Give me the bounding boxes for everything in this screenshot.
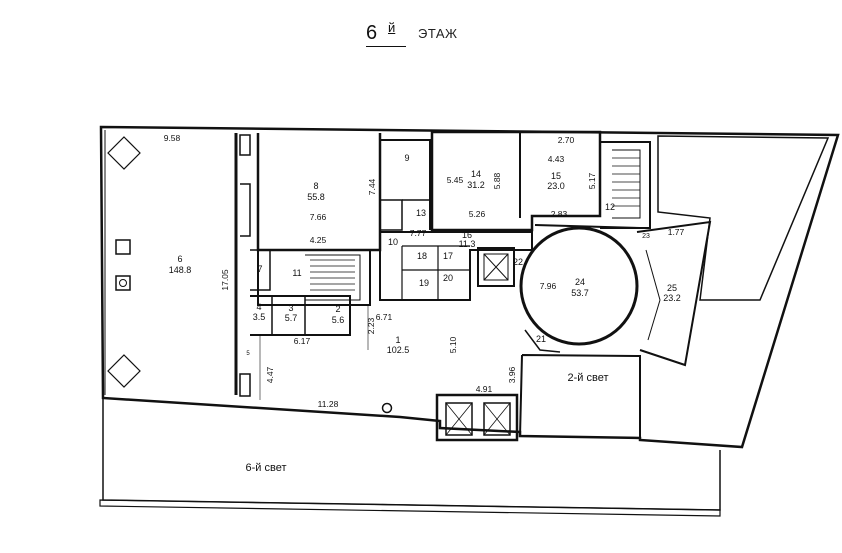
dim-4-47: 4.47: [265, 366, 275, 383]
room-21-number: 21: [536, 334, 546, 344]
room-6-number: 6: [177, 254, 182, 264]
room-3: 3 5.7: [285, 303, 298, 323]
room-2-number: 2: [335, 304, 340, 314]
dim-7-66: 7.66: [310, 212, 327, 222]
dim-1-77: 1.77: [668, 227, 685, 237]
room-4: 4 3.5: [253, 302, 266, 322]
dim-7-77: 7.77: [410, 228, 427, 238]
dim-4-25: 4.25: [310, 235, 327, 245]
room-17-number: 17: [443, 251, 453, 261]
floor-underline: [366, 46, 406, 47]
dim-5-88: 5.88: [492, 172, 502, 189]
dim-9-58: 9.58: [164, 133, 181, 143]
dim-2-23: 2.23: [366, 317, 376, 334]
room-22-number: 22: [513, 257, 523, 267]
room-1-area: 102.5: [387, 345, 410, 355]
room-16-area: 11.3: [459, 239, 476, 249]
room-24-area: 53.7: [571, 288, 589, 298]
dim-11-28: 11.28: [318, 399, 339, 409]
room-23-number: 23: [642, 233, 650, 240]
room-1-number: 1: [395, 335, 400, 345]
room-7-number: 7: [257, 264, 262, 274]
room-2-area: 5.6: [332, 315, 345, 325]
room-25-area: 23.2: [663, 293, 681, 303]
dim-3-96: 3.96: [507, 366, 517, 383]
dim-5-10: 5.10: [448, 336, 458, 353]
room-24: 24 53.7: [571, 277, 589, 298]
second-light-label: 2-й свет: [568, 372, 609, 384]
room-25-number: 25: [667, 283, 677, 293]
dim-6-71: 6.71: [376, 312, 393, 322]
room-13-number: 13: [416, 208, 426, 218]
room-15: 15 23.0: [547, 171, 565, 191]
room-8-number: 8: [313, 181, 318, 191]
walls: [99, 125, 840, 517]
dimension-labels: 9.58 17.05 4.47 6.17 11.28 7.66 7.44 4.2…: [164, 133, 685, 409]
room-8: 8 55.8: [307, 181, 325, 202]
dim-5-26: 5.26: [469, 209, 486, 219]
room-24-number: 24: [575, 277, 585, 287]
dim-2-83: 2.83: [551, 209, 568, 219]
room-16: 16 11.3: [459, 230, 476, 249]
room-20-number: 20: [443, 273, 453, 283]
room-16-number: 16: [462, 230, 472, 240]
room-18-number: 18: [417, 251, 427, 261]
floor-word: ЭТАЖ: [418, 26, 458, 41]
room-6-area: 148.8: [169, 265, 192, 275]
room-3-number: 3: [288, 303, 293, 313]
floor-suffix: й: [388, 20, 396, 35]
room-3-area: 5.7: [285, 313, 298, 323]
dim-4-43: 4.43: [548, 154, 565, 164]
room-4-area: 3.5: [253, 312, 266, 322]
room-6: 6 148.8: [169, 254, 192, 275]
room-14: 14 31.2: [467, 169, 485, 190]
room-15-area: 23.0: [547, 181, 565, 191]
room-labels: 1 102.5 2 5.6 3 5.7 4 3.5 5 6 148.8 7 8 …: [169, 153, 681, 357]
dim-4-91: 4.91: [476, 384, 493, 394]
dim-7-44: 7.44: [367, 178, 377, 195]
room-15-number: 15: [551, 171, 561, 181]
dim-2-70: 2.70: [558, 135, 575, 145]
dim-6-17: 6.17: [294, 336, 311, 346]
room-11-number: 11: [292, 268, 301, 278]
room-4-number: 4: [256, 302, 261, 312]
floor-header: 6 й ЭТАЖ: [366, 20, 476, 50]
room-19-number: 19: [419, 278, 429, 288]
dim-17-05: 17.05: [220, 269, 230, 291]
floor-number: 6: [366, 22, 378, 44]
sixth-light-label: 6-й свет: [246, 462, 287, 474]
room-8-area: 55.8: [307, 192, 325, 202]
room-10-number: 10: [388, 237, 398, 247]
dim-7-96: 7.96: [540, 281, 557, 291]
room-2: 2 5.6: [332, 304, 345, 325]
room-25: 25 23.2: [663, 283, 681, 303]
room-14-number: 14: [471, 169, 481, 179]
room-1: 1 102.5: [387, 335, 410, 355]
room-14-area: 31.2: [467, 180, 485, 190]
room-9-number: 9: [404, 153, 409, 163]
dim-5-45: 5.45: [447, 175, 464, 185]
room-5-number: 5: [246, 351, 250, 357]
room-12-number: 12: [605, 202, 615, 212]
dim-5-17: 5.17: [587, 172, 597, 189]
